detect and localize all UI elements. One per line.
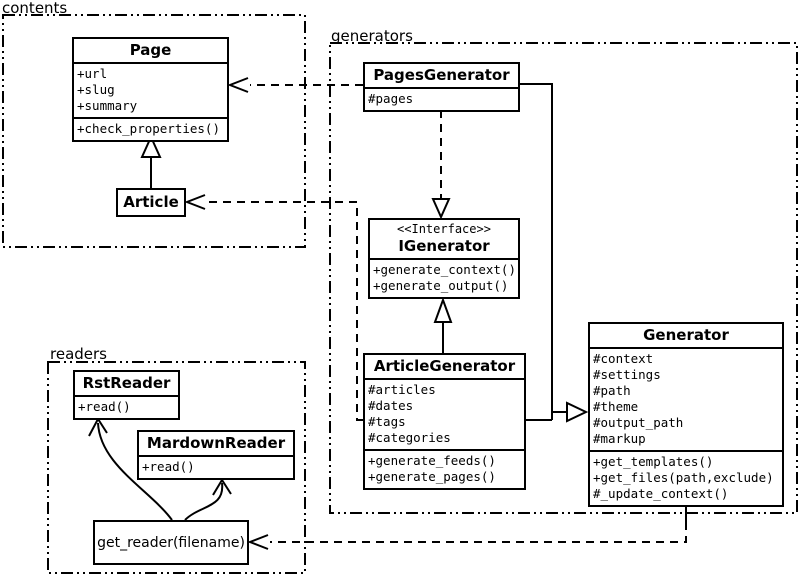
- method: +read(): [142, 459, 195, 474]
- class-articlegenerator-title: ArticleGenerator: [373, 357, 516, 375]
- curve-getreader-to-rstreader: [97, 422, 173, 521]
- arrowhead-mardownreader: [212, 478, 232, 496]
- attribute: #path: [593, 383, 631, 398]
- class-generator-title: Generator: [643, 326, 729, 344]
- attribute: #articles: [368, 382, 436, 397]
- class-mardownreader-title: MardownReader: [146, 434, 286, 452]
- method: +get_templates(): [593, 454, 714, 469]
- class-articlegenerator-methods: +generate_feeds() +generate_pages(): [365, 449, 524, 488]
- inheritance-triangle-generator: [566, 401, 589, 423]
- class-articlegenerator: ArticleGenerator #articles #dates #tags …: [363, 353, 526, 490]
- class-articlegenerator-attributes: #articles #dates #tags #categories: [365, 378, 524, 449]
- attribute: #tags: [368, 414, 406, 429]
- class-rstreader-title: RstReader: [82, 374, 171, 392]
- curve-getreader-to-mardownreader: [184, 482, 224, 521]
- method: +generate_pages(): [368, 469, 496, 484]
- inheritance-triangle-page: [140, 134, 162, 158]
- package-border-contents: [2, 14, 306, 248]
- class-article-title: Article: [123, 193, 179, 211]
- class-igenerator: <<Interface>> IGenerator +generate_conte…: [368, 218, 520, 299]
- attribute: #markup: [593, 431, 646, 446]
- dependency-line-articlegenerator-to-article: [206, 201, 363, 421]
- class-rstreader: RstReader +read(): [73, 370, 180, 420]
- attribute: #context: [593, 351, 654, 366]
- package-border-readers: [47, 361, 306, 574]
- class-pagesgenerator-title: PagesGenerator: [373, 66, 510, 84]
- attribute: #dates: [368, 398, 414, 413]
- method: +generate_context(): [373, 262, 516, 277]
- class-generator-attributes: #context #settings #path #theme #output_…: [590, 347, 782, 450]
- dependency-arrowhead-getreader: [247, 534, 269, 550]
- class-page-methods: +check_properties(): [74, 117, 227, 140]
- method: +check_properties(): [77, 121, 220, 136]
- class-pagesgenerator: PagesGenerator #pages: [363, 62, 520, 112]
- dependency-line-generator-to-getreader: [270, 522, 687, 543]
- method: #_update_context(): [593, 486, 729, 501]
- class-mardownreader: MardownReader +read(): [137, 430, 295, 480]
- class-generator-methods: +get_templates() +get_files(path,exclude…: [590, 450, 782, 505]
- package-label-readers: readers: [50, 345, 107, 363]
- class-igenerator-title: IGenerator: [398, 237, 490, 255]
- attribute: +summary: [77, 98, 138, 113]
- dependency-arrowhead-article: [184, 194, 206, 210]
- class-article: Article: [116, 188, 186, 217]
- attribute: #settings: [593, 367, 661, 382]
- class-mardownreader-methods: +read(): [139, 455, 293, 478]
- function-box-get-reader: get_reader(filename): [93, 520, 249, 565]
- method: +get_files(path,exclude): [593, 470, 774, 485]
- class-igenerator-stereotype: <<Interface>>: [397, 222, 491, 236]
- class-page: Page +url +slug +summary +check_properti…: [72, 37, 229, 142]
- get-reader-label: get_reader(filename): [97, 534, 245, 551]
- class-page-attributes: +url +slug +summary: [74, 62, 227, 117]
- attribute: #categories: [368, 430, 451, 445]
- method: +read(): [78, 399, 131, 414]
- class-pagesgenerator-attributes: #pages: [365, 87, 518, 110]
- inheritance-line-pagesgenerator-to-generator: [520, 83, 553, 420]
- attribute: #theme: [593, 399, 639, 414]
- realization-triangle-igenerator-top: [431, 198, 451, 220]
- realization-triangle-igenerator-bottom: [433, 297, 453, 323]
- dependency-arrowhead-page: [227, 77, 249, 93]
- package-border-generators: [329, 42, 798, 514]
- method: +generate_output(): [373, 278, 509, 293]
- attribute: #output_path: [593, 415, 684, 430]
- package-label-contents: contents: [2, 0, 68, 17]
- attribute: +slug: [77, 82, 115, 97]
- class-rstreader-methods: +read(): [75, 395, 178, 418]
- class-generator: Generator #context #settings #path #them…: [588, 322, 784, 507]
- class-igenerator-header: <<Interface>> IGenerator: [370, 220, 518, 258]
- attribute: #pages: [368, 91, 414, 106]
- attribute: +url: [77, 66, 108, 81]
- class-igenerator-methods: +generate_context() +generate_output(): [370, 258, 518, 297]
- method: +generate_feeds(): [368, 453, 496, 468]
- package-label-generators: generators: [331, 27, 413, 45]
- class-page-title: Page: [129, 41, 172, 59]
